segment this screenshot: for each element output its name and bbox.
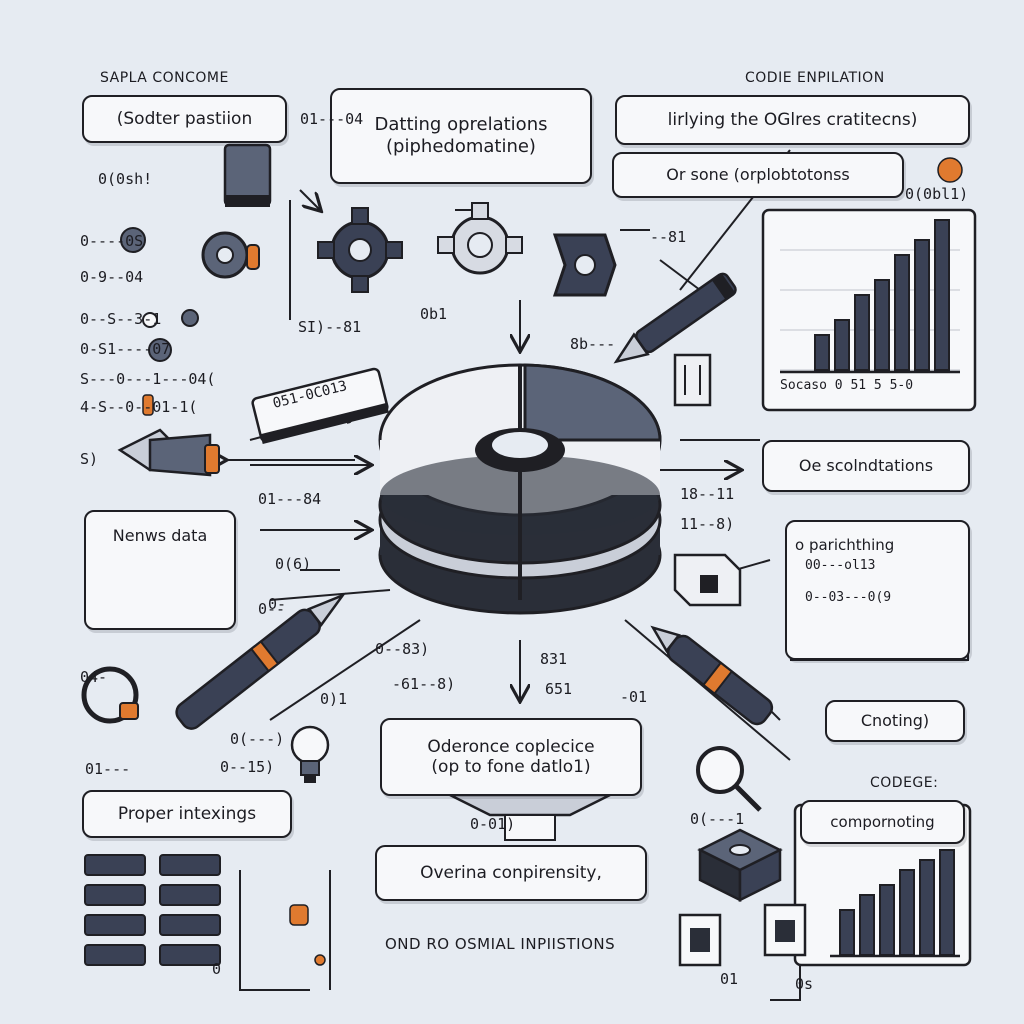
pen-icon	[650, 625, 774, 726]
magnifier-icon	[696, 746, 762, 812]
box-parichthing-label: o parichthing	[795, 536, 895, 554]
note: 8b---	[570, 335, 616, 353]
box-compornoting: compornoting	[800, 800, 965, 844]
box-nenws: Nenws data	[84, 510, 236, 630]
note: -01	[620, 688, 648, 706]
gear-icon	[552, 233, 617, 297]
socket-icon	[763, 903, 807, 957]
box-nenws-label: Nenws data	[112, 526, 208, 545]
box-orsone-label: Or sone (orplobtotonss	[666, 165, 850, 185]
note: 0--03---0(9	[805, 590, 892, 605]
bar-axis-label: Socaso 0 51 5 5-0	[780, 378, 914, 393]
note: 0	[212, 960, 222, 978]
note: 0----0S	[80, 232, 144, 250]
note: 0(0bl1)	[905, 185, 969, 203]
note: 18--11	[680, 485, 735, 503]
note: 0-S1----07	[80, 340, 171, 358]
note: -61--8)	[392, 675, 456, 693]
box-oderonce: Oderonce coplecice (op to fone datlo1)	[380, 718, 642, 796]
socket-icon	[678, 913, 722, 967]
bottom-line: OND RO OSMIAL INPIISTIONS	[385, 935, 616, 953]
header-right-mid: CODEGE:	[870, 775, 939, 791]
node-dots	[120, 227, 199, 362]
note: 00---ol13	[805, 558, 876, 573]
note: 4-S--0--01-1(	[80, 398, 198, 416]
note: 0(---1	[690, 810, 745, 828]
header-top-left: SAPLA CONCOME	[100, 70, 229, 86]
eraser-sticker	[251, 367, 389, 445]
fence-icon	[673, 353, 712, 407]
gear-icon	[201, 231, 260, 279]
note: S)	[80, 450, 99, 468]
note: 0--15)	[220, 758, 275, 776]
note: 0--83)	[375, 640, 430, 658]
box-dating: Datting oprelations (piphedomatine)	[330, 88, 592, 184]
box-proper: Proper intexings	[82, 790, 292, 838]
box-oe: Oe scolndtations	[762, 440, 970, 492]
note: 0-9--04	[80, 268, 144, 286]
note: 01	[720, 970, 739, 988]
database-disk-icon	[378, 363, 662, 615]
puzzle-block-icon	[673, 553, 742, 607]
note: 0--S--3-1	[80, 310, 162, 328]
note: 0)1	[320, 690, 348, 708]
ring-icon	[81, 666, 139, 724]
note: 0(0sh!	[98, 170, 153, 188]
chip-box-icon	[697, 828, 783, 903]
pie-chart-icon	[117, 428, 220, 477]
note: 01---84	[258, 490, 322, 508]
note: 0--	[258, 600, 286, 618]
header-top-right: CODIE ENPILATION	[745, 70, 885, 86]
note: 0s	[795, 975, 814, 993]
note: 0(---)	[230, 730, 285, 748]
note: 0(6)	[275, 555, 312, 573]
box-dating-line2: (piphedomatine)	[386, 136, 536, 157]
box-sodter-label: (Sodter pastiion	[116, 108, 253, 129]
pen-icon	[175, 592, 347, 730]
card-icon	[223, 143, 272, 207]
box-dating-line1: Datting oprelations	[374, 114, 548, 136]
box-overina: Overina conpirensity,	[375, 845, 647, 901]
note: S---0---1---04(	[80, 370, 216, 388]
box-proper-label: Proper intexings	[117, 803, 257, 824]
box-oderonce-line2: (op to fone datlo1)	[431, 757, 591, 777]
note: SI)--81	[298, 318, 362, 336]
box-overina-label: Overina conpirensity,	[420, 862, 602, 883]
gear-icon	[437, 202, 523, 275]
box-orsone: Or sone (orplobtotonss	[612, 152, 904, 198]
server-rack-icon	[84, 854, 221, 966]
box-cnoting-label: Cnoting)	[860, 711, 930, 731]
box-compornoting-label: compornoting	[830, 813, 935, 831]
box-lirlying: lirlying the OGlres cratitecns)	[615, 95, 970, 145]
note: 04-	[80, 668, 108, 686]
accent-marks	[142, 157, 963, 966]
box-oe-label: Oe scolndtations	[798, 456, 934, 476]
bar-chart-top	[761, 208, 977, 412]
box-cnoting: Cnoting)	[825, 700, 965, 742]
box-oderonce-line1: Oderonce coplecice	[427, 736, 595, 757]
box-parichthing: o parichthing	[785, 520, 970, 660]
note: 0-	[268, 595, 287, 613]
note: 831	[540, 650, 568, 668]
box-lirlying-label: lirlying the OGlres cratitecns)	[667, 109, 918, 130]
note: 0-01)	[470, 815, 516, 833]
pencil-icon	[613, 272, 737, 364]
note: 11--8)	[680, 515, 735, 533]
note: --81	[650, 228, 687, 246]
note: 01---04	[300, 110, 364, 128]
box-sodter: (Sodter pastiion	[82, 95, 287, 143]
note: 0b1	[420, 305, 448, 323]
gear-icon	[317, 207, 403, 293]
note: 01---	[85, 760, 131, 778]
lightbulb-icon	[290, 725, 330, 783]
note: 651	[545, 680, 573, 698]
